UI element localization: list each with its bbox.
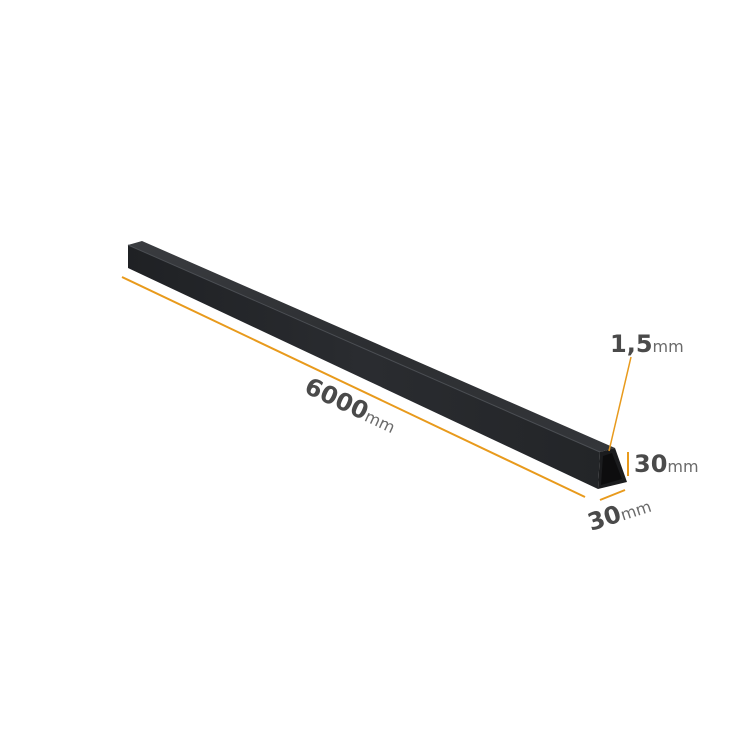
tube-edge-highlight xyxy=(127,244,601,453)
height-label: 30mm xyxy=(634,450,699,478)
width-label: 30mm xyxy=(584,490,654,537)
thickness-leader-line xyxy=(608,356,632,452)
tube-front-face xyxy=(128,245,600,489)
length-dimension-line xyxy=(121,276,586,498)
square-tube xyxy=(127,241,627,489)
tube-end-hollow xyxy=(601,453,622,485)
dimension-lines xyxy=(121,276,632,501)
tube-top-face xyxy=(128,241,615,452)
width-dimension-line xyxy=(599,489,626,501)
thickness-label: 1,5mm xyxy=(610,330,684,358)
